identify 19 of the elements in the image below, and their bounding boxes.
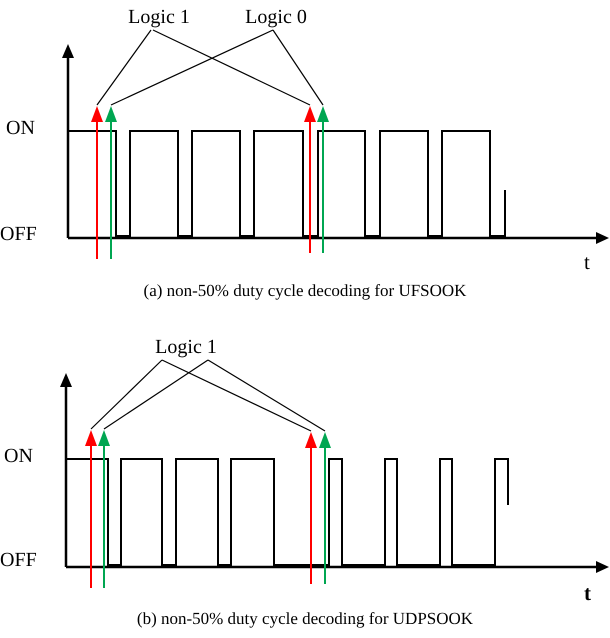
logic-label: Logic 0 bbox=[245, 7, 307, 27]
logic-label: Logic 1 bbox=[155, 337, 217, 357]
logic-label: Logic 1 bbox=[128, 7, 190, 27]
leader-line bbox=[272, 30, 324, 106]
axis-label: t bbox=[584, 252, 590, 273]
figure-caption: (b) non-50% duty cycle decoding for UDPSOOK bbox=[136, 610, 474, 627]
axis-label: ON bbox=[6, 118, 35, 138]
axis-label: OFF bbox=[0, 224, 37, 244]
leader-line bbox=[162, 359, 312, 432]
leader-line bbox=[152, 29, 310, 106]
leader-line bbox=[90, 360, 162, 430]
axis-label: t bbox=[584, 583, 591, 604]
leader-line bbox=[96, 30, 152, 106]
leader-line bbox=[110, 29, 274, 106]
leader-line bbox=[208, 359, 326, 432]
leader-line bbox=[104, 360, 208, 430]
axis-label: OFF bbox=[0, 550, 37, 570]
figure-caption: (a) non-50% duty cycle decoding for UFSOOK bbox=[142, 282, 468, 299]
axis-label: ON bbox=[4, 446, 33, 466]
